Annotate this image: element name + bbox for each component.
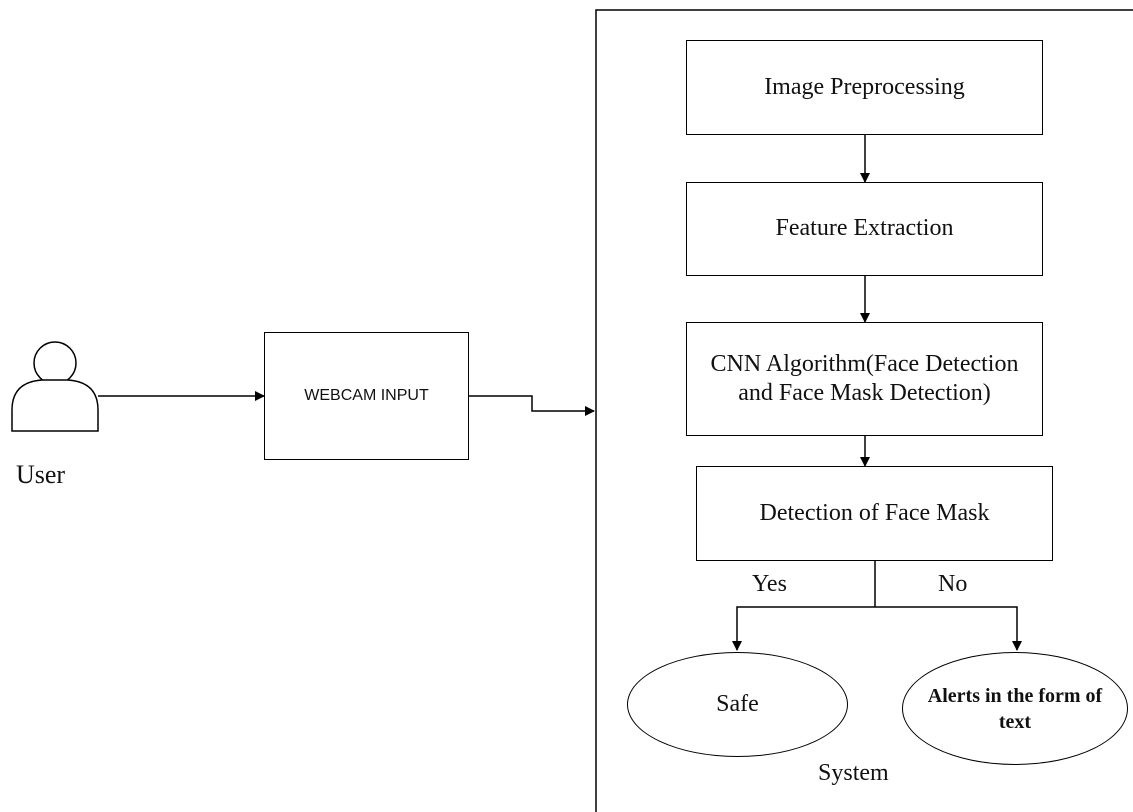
- arrow-yes-branch: [732, 606, 875, 651]
- branch-yes-label: Yes: [752, 571, 787, 597]
- system-boundary: [595, 9, 1133, 812]
- user-icon: [11, 341, 99, 432]
- webcam-input-label: WEBCAM INPUT: [304, 387, 429, 405]
- outcome-safe: Safe: [627, 652, 848, 757]
- step-image-preprocessing-label: Image Preprocessing: [764, 73, 965, 100]
- outcome-alert-label: Alerts in the form of text: [927, 684, 1103, 733]
- step-detection-of-face-mask: Detection of Face Mask: [696, 466, 1053, 561]
- arrow-webcam-to-system: [469, 395, 595, 416]
- step-feature-extraction-label: Feature Extraction: [775, 215, 954, 242]
- step-image-preprocessing: Image Preprocessing: [686, 40, 1043, 135]
- step-cnn-algorithm-label: CNN Algorithm(Face Detection and Face Ma…: [710, 350, 1019, 406]
- step-feature-extraction: Feature Extraction: [686, 182, 1043, 276]
- step-detection-of-face-mask-label: Detection of Face Mask: [759, 499, 990, 526]
- branch-no-label: No: [938, 571, 968, 597]
- user-label: User: [16, 460, 66, 489]
- outcome-safe-label: Safe: [716, 691, 759, 717]
- arrow-no-branch: [875, 606, 1022, 651]
- outcome-alert: Alerts in the form of text: [902, 652, 1128, 765]
- webcam-input-box: WEBCAM INPUT: [264, 332, 469, 460]
- system-label: System: [818, 760, 889, 786]
- step-cnn-algorithm: CNN Algorithm(Face Detection and Face Ma…: [686, 322, 1043, 436]
